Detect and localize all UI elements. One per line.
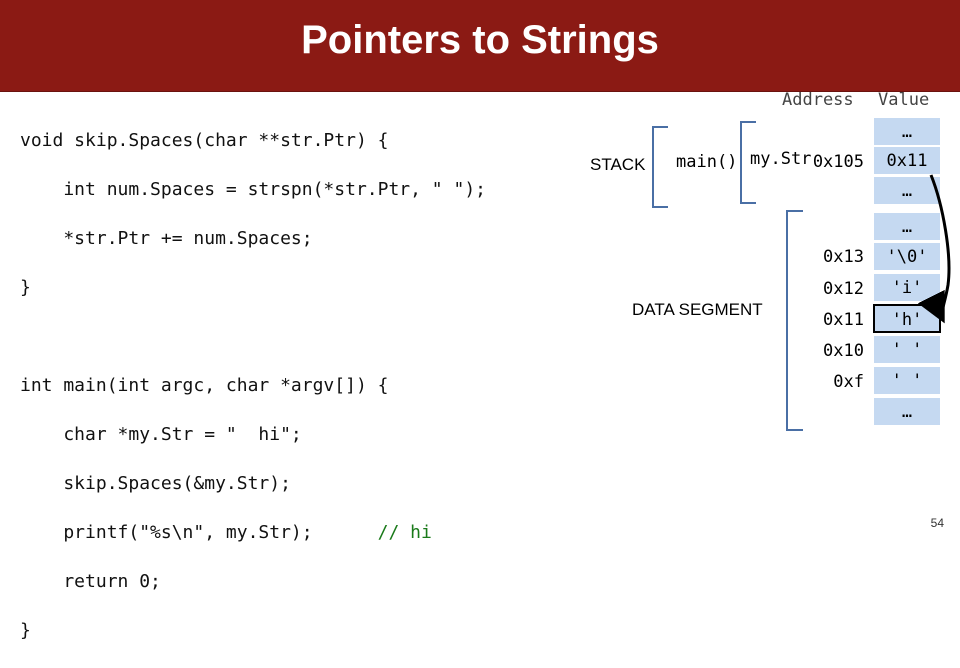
code-line: } [20,276,31,298]
code-line: char *my.Str = " hi"; [20,423,302,445]
address-cell: 0x10 [823,341,864,361]
data-segment-label: DATA SEGMENT [632,300,763,319]
code-line: int main(int argc, char *argv[]) { [20,374,389,396]
memory-cell: 'i' [873,273,941,302]
slide-number: 54 [930,516,944,530]
address-header: Address [782,90,854,110]
memory-cell: 0x11 [873,146,941,175]
stack-bracket [652,126,668,208]
memory-cell-target: 'h' [873,304,941,333]
memory-cell: '\0' [873,242,941,271]
code-block: void skip.Spaces(char **str.Ptr) { int n… [20,104,486,668]
memory-cell: ' ' [873,366,941,395]
variable-label: my.Str [750,149,812,169]
address-cell: 0x12 [823,279,864,299]
address-cell: 0x105 [812,152,864,172]
memory-cell: ' ' [873,335,941,364]
value-header: Value [878,90,930,110]
code-line: *str.Ptr += num.Spaces; [20,227,313,249]
memory-cell: … [873,176,941,205]
frame-label: main() [676,152,738,172]
address-cell: 0xf [833,372,864,392]
code-line: skip.Spaces(&my.Str); [20,472,291,494]
code-line: printf("%s\n", my.Str); // hi [20,521,486,546]
code-line: } [20,619,31,641]
memory-cell: … [873,212,941,241]
slide-title: Pointers to Strings [301,18,659,62]
code-text: printf("%s\n", my.Str); [20,521,313,543]
stack-label: STACK [590,155,646,174]
title-banner [0,0,960,92]
code-line: return 0; [20,570,161,592]
address-cell: 0x11 [823,310,864,330]
frame-bracket [740,121,756,204]
diagram-overlay [652,121,951,431]
data-segment-bracket [786,210,803,431]
pointer-arrow [917,174,951,324]
code-comment: // hi [377,521,432,543]
code-line: int num.Spaces = strspn(*str.Ptr, " "); [20,178,486,200]
memory-cell: … [873,397,941,426]
code-line: void skip.Spaces(char **str.Ptr) { [20,129,389,151]
address-cell: 0x13 [823,247,864,267]
memory-cell: … [873,117,941,146]
